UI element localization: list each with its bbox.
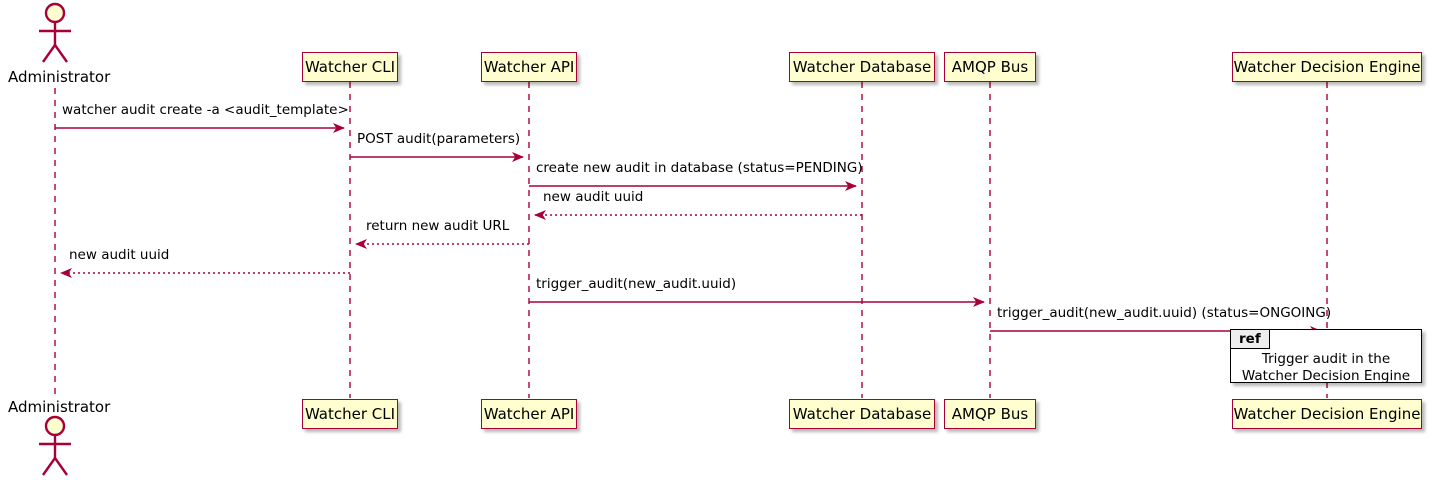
message-label-1: watcher audit create -a <audit_template> — [62, 102, 349, 118]
ref-fragment[interactable]: ref Trigger audit in the Watcher Decisio… — [1230, 329, 1422, 385]
participant-label: AMQP Bus — [951, 58, 1029, 76]
participant-label: Watcher CLI — [304, 58, 396, 76]
lifelines — [54, 82, 1328, 398]
participant-box-watcher-decision-engine-top[interactable]: Watcher Decision Engine — [1232, 52, 1422, 82]
participant-box-watcher-cli-top[interactable]: Watcher CLI — [302, 52, 398, 82]
actor-head-icon — [44, 415, 66, 437]
message-arrows — [55, 123, 1322, 336]
ref-fragment-body: Trigger audit in the Watcher Decision En… — [1231, 351, 1421, 385]
message-label-3: create new audit in database (status=PEN… — [536, 160, 863, 176]
actor-head-icon — [44, 2, 66, 24]
participant-box-watcher-database-bottom[interactable]: Watcher Database — [789, 399, 935, 429]
message-label-8: trigger_audit(new_audit.uuid) (status=ON… — [997, 305, 1332, 321]
ref-fragment-line-2: Watcher Decision Engine — [1241, 368, 1411, 384]
actor-leg-left — [42, 44, 56, 63]
participant-box-watcher-decision-engine-bottom[interactable]: Watcher Decision Engine — [1232, 399, 1422, 429]
actor-name: Administrator — [8, 68, 111, 86]
participant-box-watcher-api-bottom[interactable]: Watcher API — [481, 399, 577, 429]
participant-label: Watcher Database — [792, 405, 932, 423]
actor-leg-right — [54, 457, 68, 476]
participant-label: AMQP Bus — [951, 405, 1029, 423]
message-label-5: return new audit URL — [366, 218, 510, 234]
actor-name: Administrator — [8, 398, 111, 416]
participant-label: Watcher CLI — [304, 405, 396, 423]
message-label-7: trigger_audit(new_audit.uuid) — [536, 276, 737, 292]
participant-label: Watcher Decision Engine — [1233, 58, 1421, 76]
actor-administrator-top — [39, 2, 71, 63]
participant-label: Watcher Decision Engine — [1233, 405, 1421, 423]
actor-administrator-bottom — [39, 415, 71, 476]
participant-box-amqp-bus-top[interactable]: AMQP Bus — [944, 52, 1036, 82]
message-label-4: new audit uuid — [543, 189, 644, 205]
actor-leg-left — [42, 457, 56, 476]
message-label-2: POST audit(parameters) — [357, 131, 521, 147]
message-label-6: new audit uuid — [69, 247, 170, 263]
actor-label-administrator-top: Administrator — [8, 68, 110, 86]
participant-box-watcher-database-top[interactable]: Watcher Database — [789, 52, 935, 82]
participant-box-watcher-cli-bottom[interactable]: Watcher CLI — [302, 399, 398, 429]
participant-box-amqp-bus-bottom[interactable]: AMQP Bus — [944, 399, 1036, 429]
ref-fragment-line-1: Trigger audit in the — [1261, 351, 1391, 367]
actor-leg-right — [54, 44, 68, 63]
participant-box-watcher-api-top[interactable]: Watcher API — [481, 52, 577, 82]
actor-label-administrator-bottom: Administrator — [8, 398, 110, 416]
participant-label: Watcher API — [483, 58, 575, 76]
ref-fragment-tab: ref — [1231, 330, 1270, 349]
participant-label: Watcher API — [483, 405, 575, 423]
participant-label: Watcher Database — [792, 58, 932, 76]
